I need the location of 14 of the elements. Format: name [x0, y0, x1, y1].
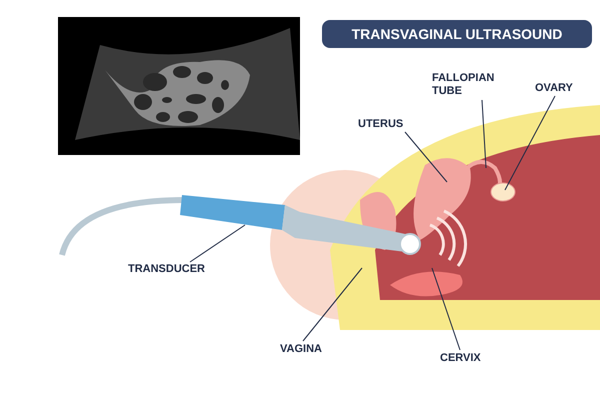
- leader-line: [190, 224, 246, 262]
- part-label: CERVIX: [440, 352, 500, 365]
- leader-line: [504, 96, 556, 190]
- part-label: FALLOPIAN TUBE: [432, 72, 502, 98]
- part-label: TRANSDUCER: [128, 263, 228, 276]
- part-label: VAGINA: [280, 343, 340, 356]
- part-label: UTERUS: [358, 118, 418, 131]
- leader-line: [404, 132, 448, 182]
- leader-line: [432, 268, 460, 350]
- leader-line: [482, 100, 486, 168]
- leader-line: [302, 268, 362, 342]
- ultrasound-probe-drawing: [59, 195, 421, 256]
- part-label: OVARY: [535, 82, 585, 95]
- title-banner: TRANSVAGINAL ULTRASOUND: [322, 20, 592, 48]
